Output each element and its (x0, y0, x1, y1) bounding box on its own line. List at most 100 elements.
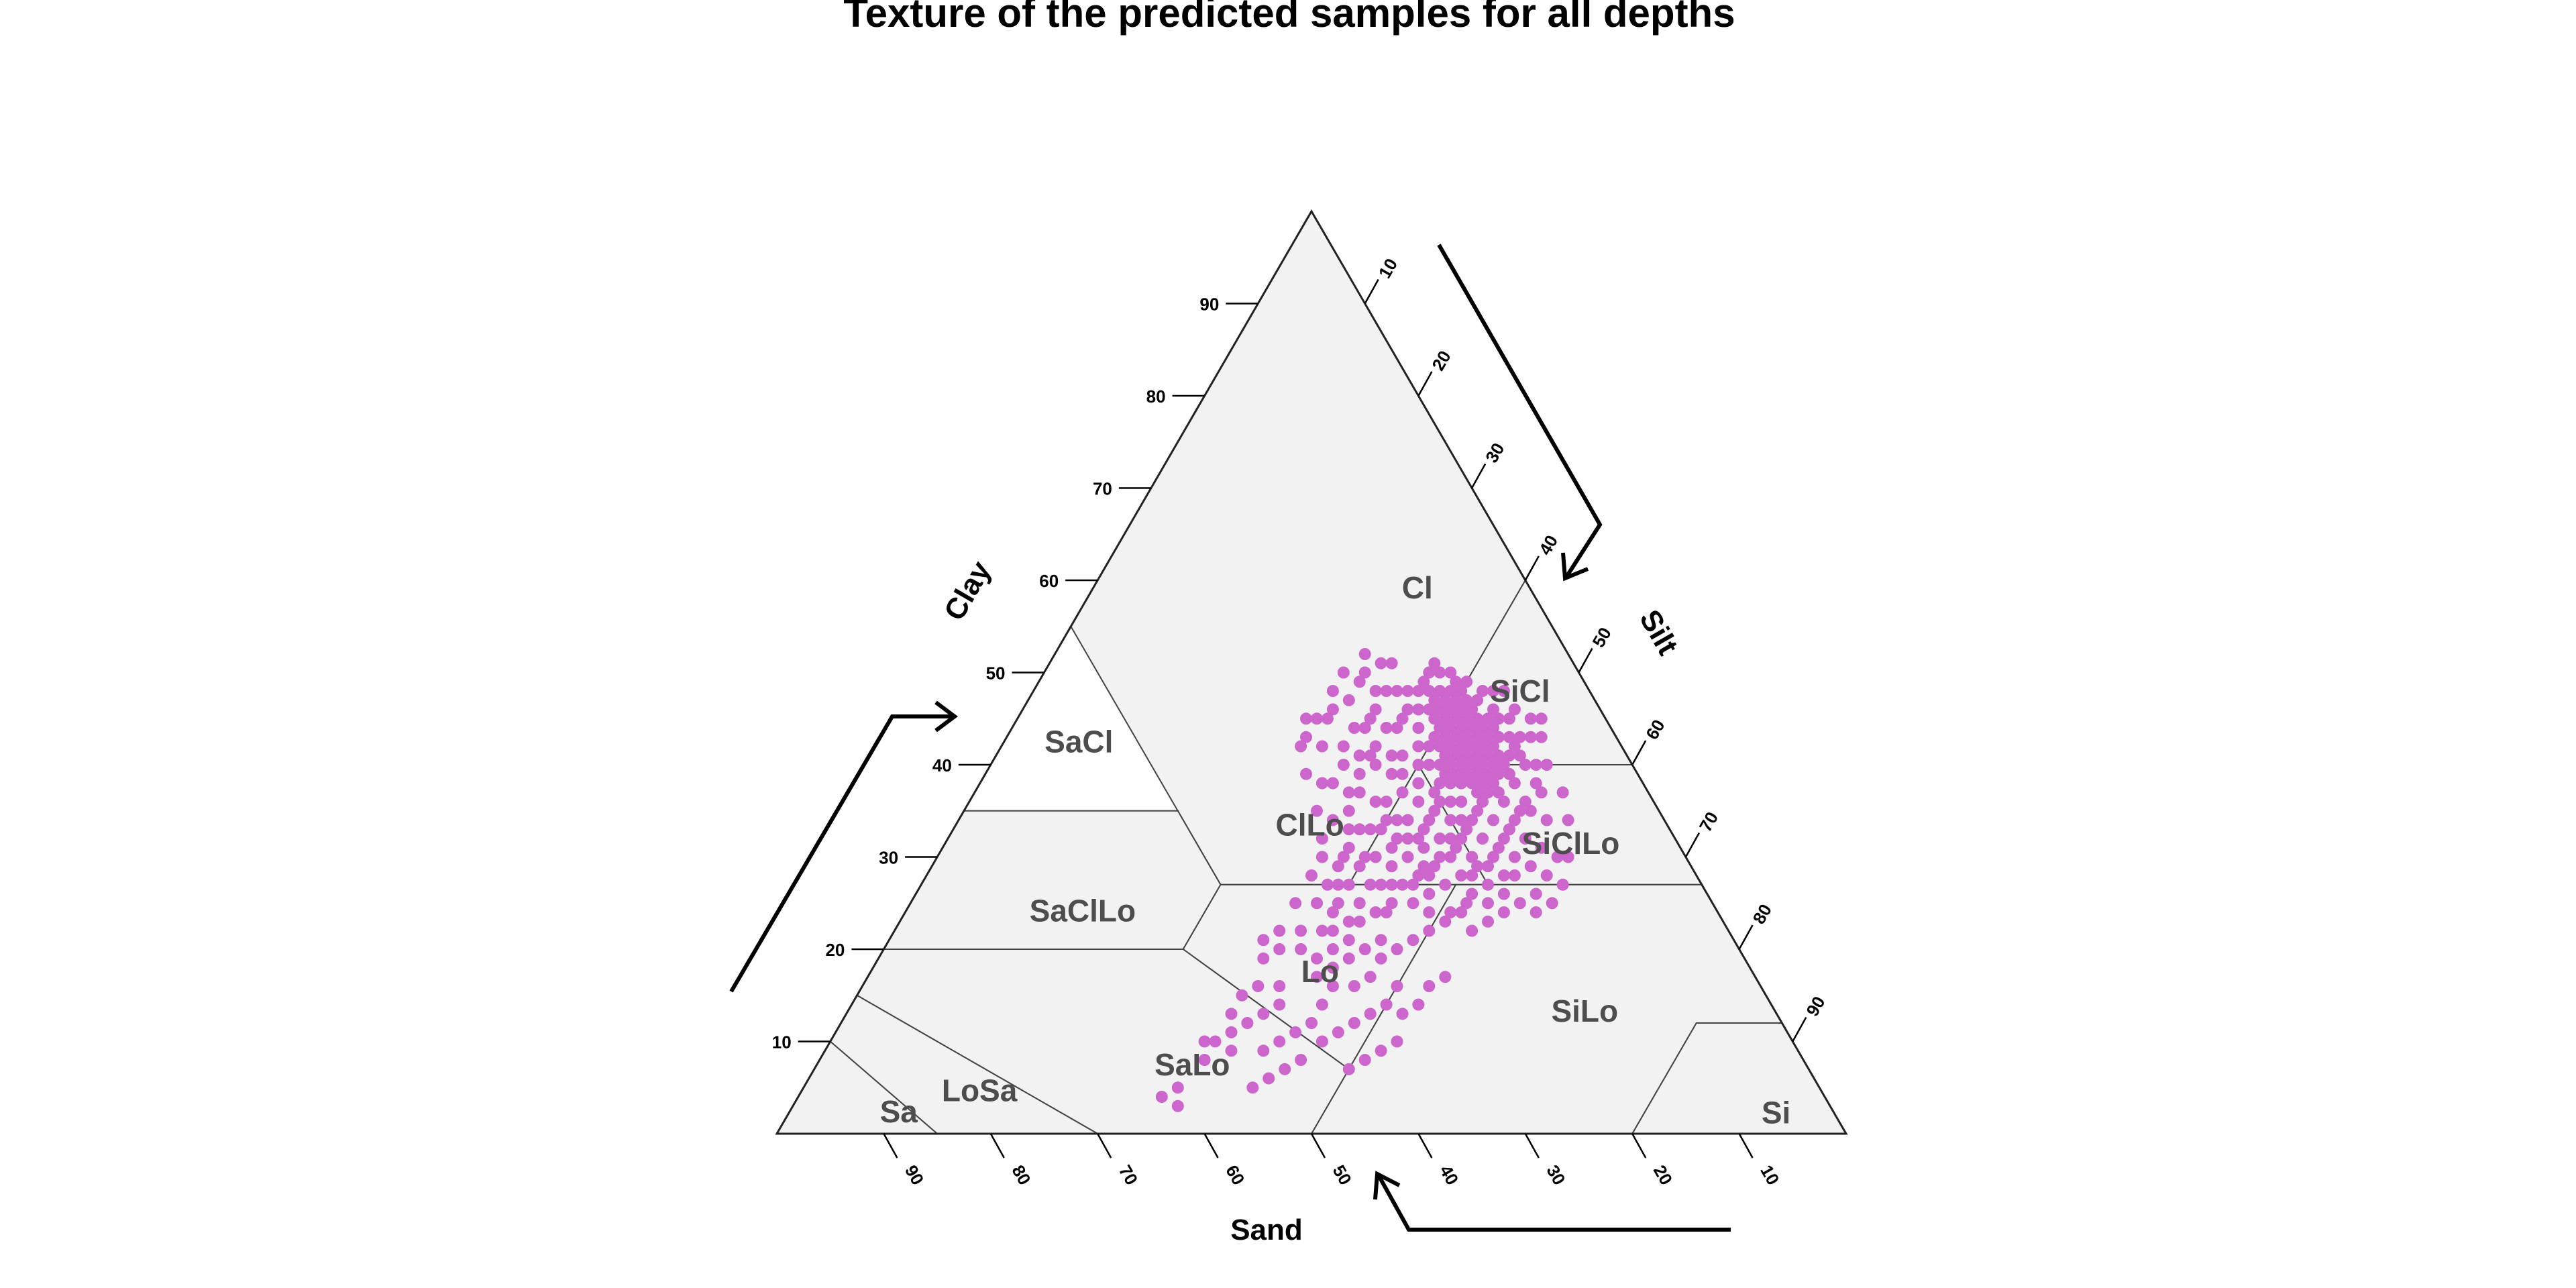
sample-point (1519, 833, 1532, 845)
sample-point (1546, 897, 1558, 910)
sand-tick-90 (883, 1133, 898, 1159)
sample-point (1428, 860, 1441, 873)
sample-point (1332, 1026, 1344, 1038)
silt-tick-60 (1631, 740, 1647, 765)
sample-point (1540, 869, 1553, 881)
sample-point (1337, 759, 1350, 771)
sample-point (1198, 1035, 1211, 1048)
sample-point (1434, 685, 1446, 697)
sample-point (1497, 833, 1510, 845)
sample-point (1444, 814, 1457, 826)
clay-tick-label-60: 60 (1039, 571, 1059, 591)
class-label-cl: Cl (1402, 570, 1433, 605)
sample-point (1385, 878, 1398, 891)
sample-point (1353, 786, 1366, 799)
sample-point (1326, 777, 1339, 790)
sample-point (1342, 823, 1355, 836)
sample-point (1407, 878, 1419, 891)
sample-point (1487, 740, 1499, 753)
sample-point (1342, 915, 1355, 928)
sample-point (1380, 998, 1393, 1011)
sample-point (1369, 759, 1382, 771)
silt-tick-50 (1578, 647, 1593, 674)
sample-point (1444, 759, 1457, 771)
sample-point (1439, 731, 1452, 743)
sample-point (1471, 767, 1484, 780)
sample-point (1529, 759, 1542, 771)
sample-point (1487, 759, 1499, 771)
sample-point (1450, 841, 1462, 854)
sample-point (1252, 980, 1265, 992)
sample-point (1551, 851, 1564, 863)
sample-point (1273, 1035, 1286, 1048)
sample-point (1529, 888, 1542, 900)
sample-point (1412, 998, 1425, 1011)
sample-point (1358, 943, 1371, 955)
sand-arrow-head (1373, 1171, 1401, 1200)
sample-point (1300, 712, 1312, 725)
sample-point (1455, 777, 1468, 790)
sample-point (1439, 749, 1452, 762)
sample-point (1444, 833, 1457, 845)
sample-point (1450, 749, 1462, 762)
sample-point (1375, 1044, 1387, 1057)
sample-point (1348, 1017, 1360, 1029)
sample-point (1460, 767, 1473, 780)
sample-point (1434, 777, 1446, 790)
sample-point (1482, 897, 1494, 910)
silt-tick-30 (1471, 463, 1487, 489)
sample-point (1492, 767, 1505, 780)
sample-point (1460, 823, 1473, 836)
sample-point (1460, 712, 1473, 725)
sample-point (1466, 814, 1479, 826)
sample-point (1295, 740, 1307, 753)
sample-points (1155, 648, 1574, 1112)
sample-point (1487, 722, 1499, 734)
sample-point (1455, 814, 1468, 826)
sample-point (1434, 666, 1446, 679)
sample-point (1556, 786, 1569, 799)
sample-point (1455, 833, 1468, 845)
sample-point (1562, 851, 1574, 863)
sample-point (1450, 712, 1462, 725)
sample-point (1364, 712, 1377, 725)
sand-tick-60 (1203, 1133, 1219, 1159)
sample-point (1428, 786, 1441, 799)
clay-tick-label-40: 40 (932, 755, 952, 775)
sample-point (1326, 961, 1339, 974)
silt-tick-80 (1738, 924, 1754, 950)
sample-point (1342, 878, 1355, 891)
sample-point (1380, 796, 1393, 808)
sample-point (1342, 804, 1355, 817)
sample-point (1423, 906, 1436, 918)
sample-point (1305, 869, 1318, 881)
sample-point (1358, 1054, 1371, 1066)
sample-point (1513, 897, 1526, 910)
sample-point (1466, 777, 1479, 790)
sample-point (1380, 722, 1393, 734)
sample-point (1155, 1091, 1168, 1103)
sample-point (1332, 860, 1344, 873)
sample-point (1326, 980, 1339, 992)
sample-point (1412, 833, 1425, 845)
sample-point (1444, 740, 1457, 753)
sample-point (1535, 731, 1548, 743)
sample-point (1342, 786, 1355, 799)
sample-point (1369, 851, 1382, 863)
sample-point (1257, 1008, 1270, 1020)
sample-point (1326, 906, 1339, 918)
sample-point (1209, 1035, 1222, 1048)
sample-point (1305, 1017, 1318, 1029)
clay-tick-label-50: 50 (986, 663, 1006, 684)
sample-point (1503, 712, 1515, 725)
sample-point (1385, 860, 1398, 873)
sample-point (1519, 759, 1532, 771)
sample-point (1497, 888, 1510, 900)
sample-point (1508, 703, 1521, 716)
sample-point (1348, 722, 1360, 734)
sample-point (1508, 777, 1521, 790)
class-label-lo: Lo (1301, 954, 1339, 989)
sample-point (1482, 915, 1494, 928)
sample-point (1492, 841, 1505, 854)
